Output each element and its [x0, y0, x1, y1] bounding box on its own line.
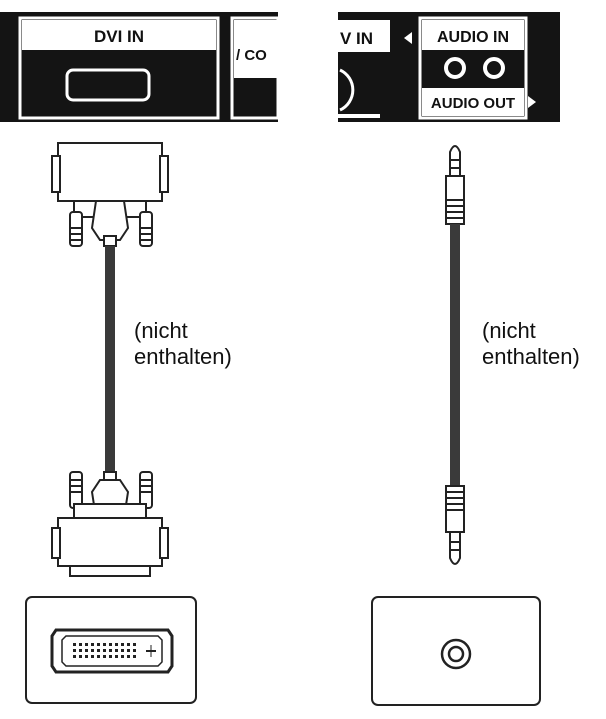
dvi-plug-bottom-tab-right: [159, 527, 169, 559]
dvi-screw-bottom-right: [139, 471, 153, 509]
av-in-label: V IN: [340, 29, 373, 48]
av-in-port-arc: [339, 68, 355, 112]
dvi-cable-line: [105, 246, 115, 472]
audio-cable: [445, 145, 465, 565]
dvi-in-port: [65, 68, 151, 102]
dvi-in-label-bg: [22, 20, 216, 50]
dvi-source-device: [25, 596, 197, 704]
audio-out-label-bg: [422, 88, 524, 116]
dvi-note-line-1: (nicht: [134, 318, 188, 343]
dvi-plug-bottom-tip: [69, 565, 151, 577]
audio-jack-right: [483, 57, 505, 79]
dvi-cable-note: (nicht enthalten): [134, 318, 232, 370]
dvi-plug-top-tab-right: [159, 155, 169, 193]
audio-note-line-2: enthalten): [482, 344, 580, 369]
audio-plug-top-collar: [445, 175, 465, 201]
audio-cable-note: (nicht enthalten): [482, 318, 580, 370]
dvi-device-pins: [70, 641, 138, 661]
dvi-strain-relief-top: [90, 200, 130, 241]
audio-out-label: AUDIO OUT: [431, 95, 515, 112]
audio-plug-bottom-tip: [449, 531, 461, 565]
component-label: / CO: [236, 47, 267, 64]
dvi-screw-bottom-left: [69, 471, 83, 509]
audio-source-device: [371, 596, 541, 706]
arrow-right-icon: [528, 96, 536, 108]
audio-device-jack-inner: [447, 645, 465, 663]
dvi-plug-bottom-shell: [57, 517, 163, 567]
audio-in-label-bg: [422, 20, 524, 50]
dvi-plug-top-tab-left: [51, 155, 61, 193]
dvi-note-line-2: enthalten): [134, 344, 232, 369]
audio-cable-line: [450, 224, 460, 486]
av-in-bottom-edge: [338, 114, 380, 118]
audio-jack-left: [444, 57, 466, 79]
audio-note-line-1: (nicht: [482, 318, 536, 343]
arrow-left-icon: [404, 32, 412, 44]
audio-plug-bottom-collar: [445, 509, 465, 533]
dvi-plug-bottom-tab-left: [51, 527, 61, 559]
component-label-bg: [234, 20, 278, 78]
audio-in-label: AUDIO IN: [437, 29, 509, 46]
dvi-in-label: DVI IN: [94, 27, 144, 46]
back-panel: DVI IN / CO V IN AUDIO IN AUDIO OUT: [0, 12, 560, 122]
dvi-cable: [51, 142, 169, 577]
av-in-label-bg: [338, 20, 390, 52]
dvi-plug-top-shell: [57, 142, 163, 202]
